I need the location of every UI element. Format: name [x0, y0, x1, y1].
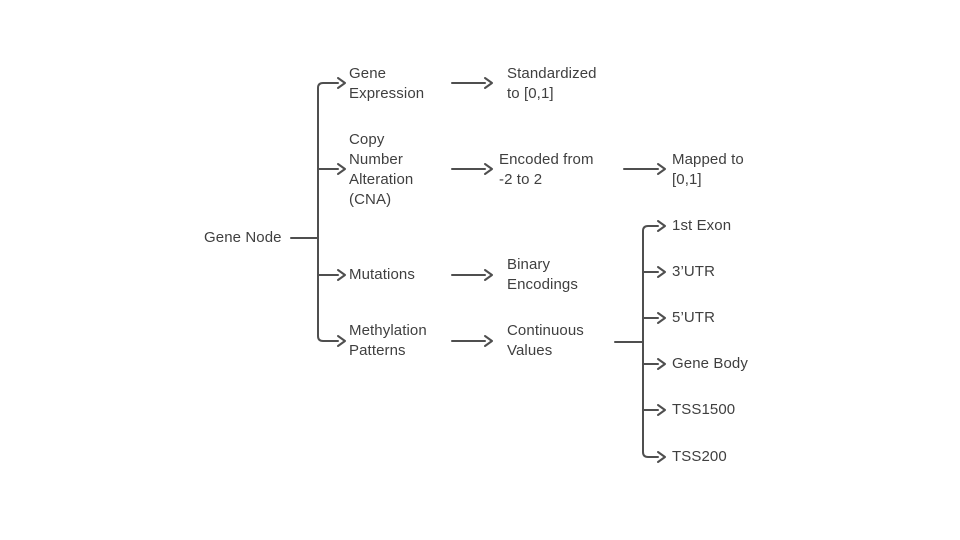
arrowhead-icon — [657, 451, 666, 463]
left-bracket-line — [317, 82, 339, 342]
node-region-3utr: 3’UTR — [672, 263, 716, 280]
node-binary-encodings: Binary Encodings — [507, 256, 578, 293]
arrowhead-icon — [484, 269, 493, 281]
arrowhead-icon — [337, 335, 346, 347]
node-continuous-values: Continuous Values — [507, 322, 584, 359]
arrowhead-icon — [657, 220, 666, 232]
arrowhead-icon — [657, 358, 666, 370]
arrowhead-icon — [337, 163, 346, 175]
node-region-gene-body: Gene Body — [672, 355, 748, 372]
arrowhead-icon — [657, 404, 666, 416]
right-bracket-line — [642, 225, 659, 458]
node-region-5utr: 5’UTR — [672, 309, 716, 326]
arrowhead-icon — [657, 312, 666, 324]
node-mutations: Mutations — [349, 266, 415, 283]
node-gene-expression: Gene Expression — [349, 65, 425, 102]
node-methylation-patterns: Methylation Patterns — [349, 322, 427, 359]
node-encoded-range: Encoded from -2 to 2 — [499, 151, 594, 188]
node-standardized: Standardized to [0,1] — [507, 65, 597, 102]
arrowhead-icon — [337, 77, 346, 89]
arrowhead-icon — [657, 163, 666, 175]
arrowhead-icon — [484, 77, 493, 89]
arrowhead-icon — [484, 163, 493, 175]
node-mapped-to-01: Mapped to [0,1] — [672, 151, 744, 188]
arrowhead-icon — [657, 266, 666, 278]
node-gene-node: Gene Node — [204, 229, 282, 246]
arrowhead-icon — [484, 335, 493, 347]
node-region-tss1500: TSS1500 — [672, 401, 736, 418]
arrowhead-icon — [337, 269, 346, 281]
node-region-1st-exon: 1st Exon — [672, 217, 732, 234]
node-region-tss200: TSS200 — [672, 448, 727, 465]
node-copy-number-alteration: Copy Number Alteration (CNA) — [349, 131, 414, 208]
